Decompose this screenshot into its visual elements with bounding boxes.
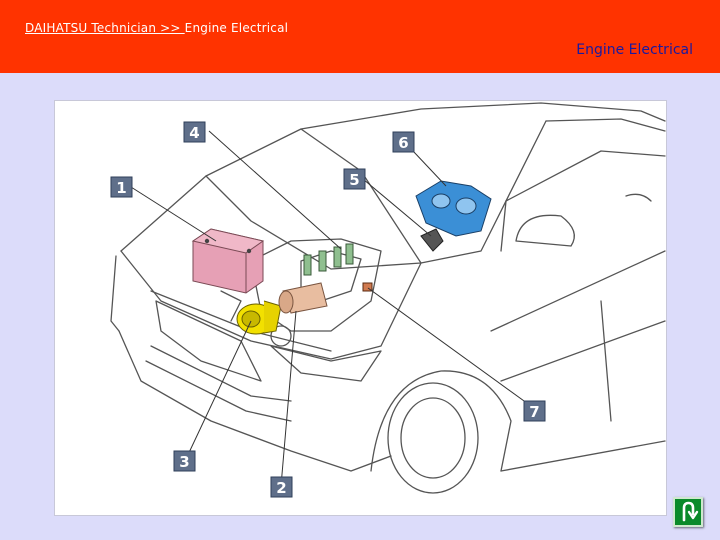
header-bar: DAIHATSU Technician >> Engine Electrical… bbox=[0, 0, 720, 73]
ignition-coils bbox=[303, 243, 354, 276]
svg-text:4: 4 bbox=[189, 124, 199, 142]
svg-text:2: 2 bbox=[276, 479, 286, 497]
breadcrumb-link-home[interactable]: DAIHATSU Technician >> bbox=[25, 21, 185, 35]
ignition-switch bbox=[420, 228, 444, 252]
return-button[interactable] bbox=[673, 497, 703, 527]
callout-4: 4 bbox=[183, 121, 206, 143]
callout-3: 3 bbox=[173, 450, 196, 472]
callout-2: 2 bbox=[270, 476, 293, 498]
callout-1: 1 bbox=[110, 176, 133, 198]
callout-6: 6 bbox=[392, 131, 415, 153]
svg-text:5: 5 bbox=[349, 171, 359, 189]
breadcrumb: DAIHATSU Technician >> Engine Electrical bbox=[25, 21, 288, 35]
vehicle-illustration: 1 2 3 4 5 6 7 bbox=[110, 102, 666, 498]
alternator bbox=[236, 300, 282, 335]
starter bbox=[278, 282, 328, 314]
battery bbox=[191, 228, 265, 294]
callout-5: 5 bbox=[343, 168, 366, 190]
breadcrumb-current: Engine Electrical bbox=[184, 21, 289, 35]
sensor-7 bbox=[362, 282, 373, 292]
engine-electrical-diagram: 1 2 3 4 5 6 7 bbox=[54, 100, 667, 516]
svg-text:7: 7 bbox=[529, 403, 539, 421]
combination-meter bbox=[415, 180, 492, 237]
svg-text:1: 1 bbox=[116, 179, 126, 197]
page-title: Engine Electrical bbox=[576, 42, 693, 58]
u-turn-return-icon bbox=[682, 501, 699, 522]
svg-text:6: 6 bbox=[398, 134, 408, 152]
svg-text:3: 3 bbox=[179, 453, 189, 471]
callout-7: 7 bbox=[523, 400, 546, 422]
